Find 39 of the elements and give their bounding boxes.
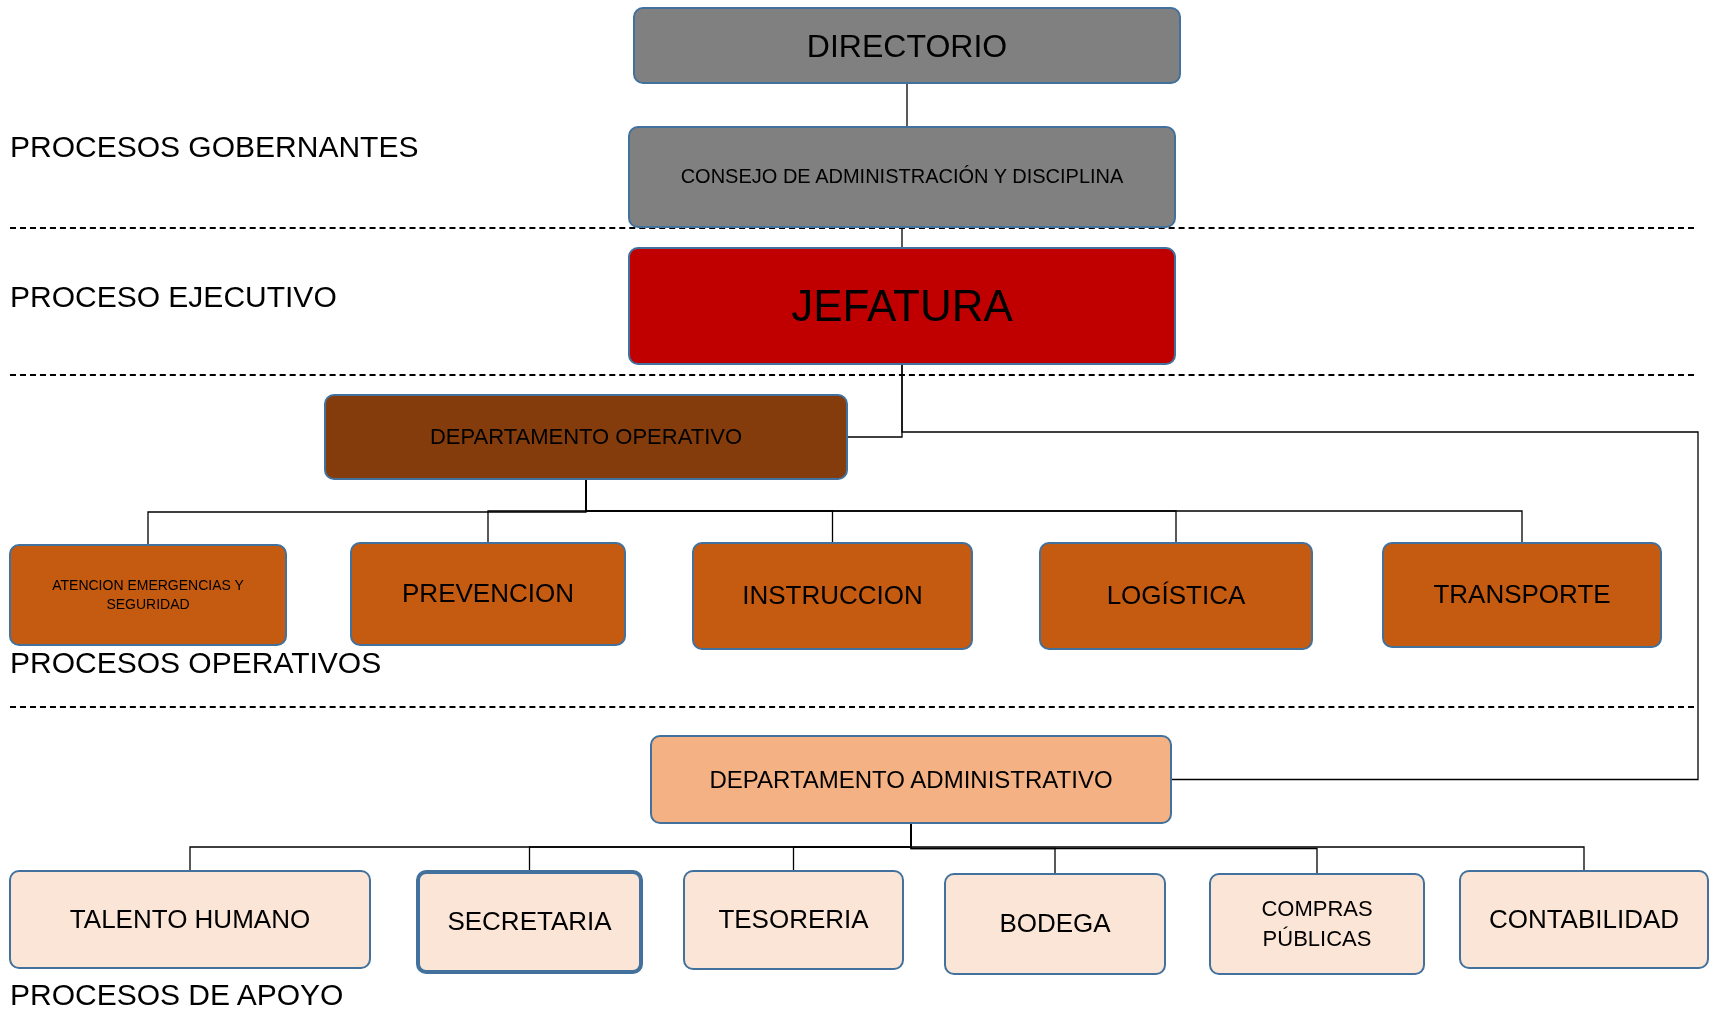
executive-box (628, 247, 1176, 365)
box-label: INSTRUCCION (742, 579, 923, 613)
section-label: PROCESOS OPERATIVOS (10, 648, 382, 678)
department-box (650, 735, 1172, 824)
connector-line (901, 364, 1699, 781)
unit-box (1459, 870, 1709, 969)
box-label: PREVENCION (402, 577, 574, 611)
box-label: DEPARTAMENTO OPERATIVO (429, 422, 743, 451)
council-box (628, 126, 1176, 228)
unit-box (350, 542, 626, 646)
director-box (633, 7, 1181, 84)
connector-line (906, 83, 908, 127)
unit-box (683, 870, 904, 970)
unit-box (1382, 542, 1662, 648)
unit-box (416, 870, 643, 974)
box-label: ATENCION EMERGENCIAS Y SEGURIDAD (51, 575, 245, 614)
box-label: TALENTO HUMANO (69, 902, 311, 936)
box-label: SECRETARIA (447, 905, 612, 939)
box-label: TRANSPORTE (1433, 578, 1611, 612)
unit-box (9, 544, 287, 646)
box-label: BODEGA (999, 907, 1111, 941)
unit-box (9, 870, 371, 969)
unit-box (1039, 542, 1313, 650)
unit-box (1209, 873, 1425, 975)
box-label: LOGÍSTICA (1106, 579, 1246, 613)
department-box (324, 394, 848, 480)
box-label: TESORERIA (718, 903, 869, 937)
unit-box (692, 542, 973, 650)
box-label: DIRECTORIO (806, 26, 1008, 66)
box-label: CONTABILIDAD (1488, 902, 1680, 936)
box-label: CONSEJO DE ADMINISTRACIÓN Y DISCIPLINA (680, 164, 1124, 190)
box-label: DEPARTAMENTO ADMINISTRATIVO (709, 765, 1113, 795)
section-label: PROCESOS GOBERNANTES (10, 132, 419, 162)
section-label: PROCESOS DE APOYO (10, 980, 344, 1010)
box-label: COMPRAS PÚBLICAS (1260, 894, 1374, 953)
connector-line (901, 227, 903, 248)
unit-box (944, 873, 1166, 975)
section-label: PROCESO EJECUTIVO (10, 282, 337, 312)
box-label: JEFATURA (791, 279, 1013, 332)
